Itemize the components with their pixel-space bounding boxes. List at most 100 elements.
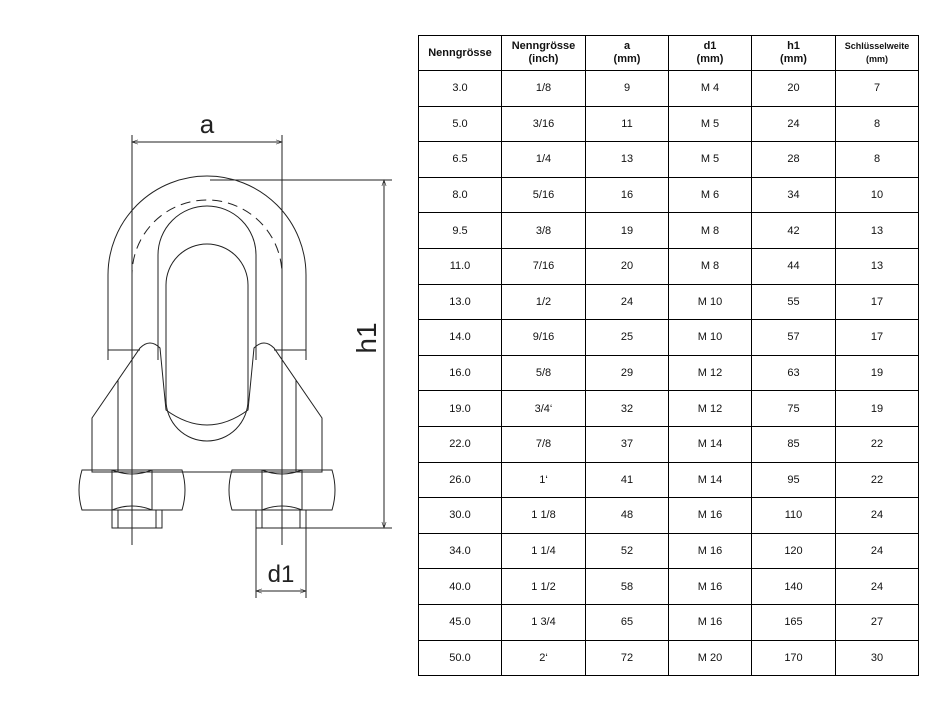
cell-h1: 85 xyxy=(751,425,836,463)
cell-schluesselweite: 24 xyxy=(835,532,919,570)
cell-h1: 42 xyxy=(751,212,836,249)
cell-schluesselweite: 13 xyxy=(835,247,919,285)
cell-nenngroesse: 6.5 xyxy=(418,141,502,178)
cell-nenngroesse: 11.0 xyxy=(418,247,502,285)
dim-label-a: a xyxy=(200,109,215,139)
cell-inch: 1‘ xyxy=(501,461,586,499)
cell-a: 72 xyxy=(585,639,669,677)
cell-d1: M 16 xyxy=(668,603,752,641)
cell-schluesselweite: 10 xyxy=(835,176,919,214)
cell-h1: 140 xyxy=(751,568,836,605)
cell-h1: 20 xyxy=(751,70,836,107)
cell-nenngroesse: 50.0 xyxy=(418,639,502,677)
thread-end-left xyxy=(111,509,163,529)
u-bolt-centerline xyxy=(131,199,283,360)
specification-table: Nenngrösse Nenngrösse(inch) a(mm) d1(mm)… xyxy=(418,35,919,677)
cell-h1: 165 xyxy=(751,603,836,641)
cell-d1: M 8 xyxy=(668,247,752,285)
cell-a: 37 xyxy=(585,425,669,463)
cell-inch: 1 1/2 xyxy=(501,568,586,605)
cell-nenngroesse: 8.0 xyxy=(418,176,502,214)
cell-inch: 1 3/4 xyxy=(501,603,586,641)
cell-schluesselweite: 7 xyxy=(835,70,919,107)
cell-a: 11 xyxy=(585,105,669,143)
cell-nenngroesse: 30.0 xyxy=(418,497,502,534)
cell-nenngroesse: 13.0 xyxy=(418,283,502,321)
cell-nenngroesse: 5.0 xyxy=(418,105,502,143)
cell-schluesselweite: 24 xyxy=(835,568,919,605)
dim-label-h1: h1 xyxy=(351,322,382,353)
cell-d1: M 5 xyxy=(668,141,752,178)
header-nenngroesse-inch: Nenngrösse(inch) xyxy=(501,35,586,71)
header-a: a(mm) xyxy=(585,35,669,71)
cell-schluesselweite: 13 xyxy=(835,212,919,249)
cell-h1: 75 xyxy=(751,390,836,427)
cell-nenngroesse: 26.0 xyxy=(418,461,502,499)
cell-h1: 110 xyxy=(751,497,836,534)
cell-nenngroesse: 3.0 xyxy=(418,70,502,107)
cell-h1: 63 xyxy=(751,354,836,392)
cell-a: 13 xyxy=(585,141,669,178)
cell-schluesselweite: 24 xyxy=(835,497,919,534)
cell-a: 41 xyxy=(585,461,669,499)
header-nenngroesse: Nenngrösse xyxy=(418,35,502,71)
nut-left xyxy=(78,469,186,511)
cell-h1: 170 xyxy=(751,639,836,677)
nut-right xyxy=(228,469,336,511)
cell-schluesselweite: 27 xyxy=(835,603,919,641)
cell-inch: 7/16 xyxy=(501,247,586,285)
cell-nenngroesse: 19.0 xyxy=(418,390,502,427)
cell-a: 19 xyxy=(585,212,669,249)
cell-inch: 2‘ xyxy=(501,639,586,677)
cell-inch: 1/4 xyxy=(501,141,586,178)
cell-d1: M 10 xyxy=(668,319,752,356)
cell-inch: 1/8 xyxy=(501,70,586,107)
cell-nenngroesse: 34.0 xyxy=(418,532,502,570)
cell-inch: 1/2 xyxy=(501,283,586,321)
cell-h1: 120 xyxy=(751,532,836,570)
cell-a: 58 xyxy=(585,568,669,605)
cell-schluesselweite: 19 xyxy=(835,390,919,427)
cell-a: 24 xyxy=(585,283,669,321)
cell-schluesselweite: 30 xyxy=(835,639,919,677)
cell-schluesselweite: 22 xyxy=(835,461,919,499)
cell-a: 16 xyxy=(585,176,669,214)
cell-d1: M 12 xyxy=(668,354,752,392)
cell-d1: M 5 xyxy=(668,105,752,143)
cell-h1: 34 xyxy=(751,176,836,214)
cell-d1: M 8 xyxy=(668,212,752,249)
cell-a: 20 xyxy=(585,247,669,285)
cell-inch: 5/8 xyxy=(501,354,586,392)
cell-d1: M 20 xyxy=(668,639,752,677)
cell-inch: 1 1/8 xyxy=(501,497,586,534)
cell-d1: M 14 xyxy=(668,461,752,499)
cell-d1: M 6 xyxy=(668,176,752,214)
cell-inch: 1 1/4 xyxy=(501,532,586,570)
header-schluesselweite: Schlüsselweite(mm) xyxy=(835,35,919,71)
cell-d1: M 16 xyxy=(668,568,752,605)
cell-a: 29 xyxy=(585,354,669,392)
cell-schluesselweite: 8 xyxy=(835,105,919,143)
cell-schluesselweite: 17 xyxy=(835,319,919,356)
cell-a: 32 xyxy=(585,390,669,427)
cell-h1: 44 xyxy=(751,247,836,285)
cell-a: 65 xyxy=(585,603,669,641)
saddle-body xyxy=(91,342,323,473)
cell-nenngroesse: 16.0 xyxy=(418,354,502,392)
rope-groove xyxy=(165,243,249,442)
cell-h1: 57 xyxy=(751,319,836,356)
cell-d1: M 12 xyxy=(668,390,752,427)
